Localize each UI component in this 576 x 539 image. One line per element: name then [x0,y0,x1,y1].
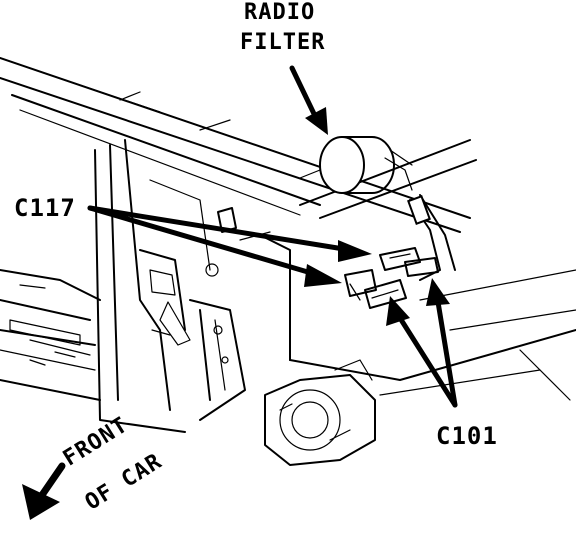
radio-filter-label-line2: FILTER [240,30,326,55]
radio-filter-label-line1: RADIO [244,0,316,25]
radiator-support [289,269,576,401]
c101-label: C101 [436,422,498,450]
alternator-component [264,359,376,466]
c117-arrows [87,205,372,287]
radio-filter-component [299,136,413,194]
radio-filter-arrow [289,65,328,135]
front-of-car-arrow [22,462,66,520]
front-grille [0,269,101,401]
c101-arrows [386,278,458,408]
wiring-harness [344,194,456,309]
c117-label: C117 [14,194,76,222]
cowl-panel [0,57,477,233]
